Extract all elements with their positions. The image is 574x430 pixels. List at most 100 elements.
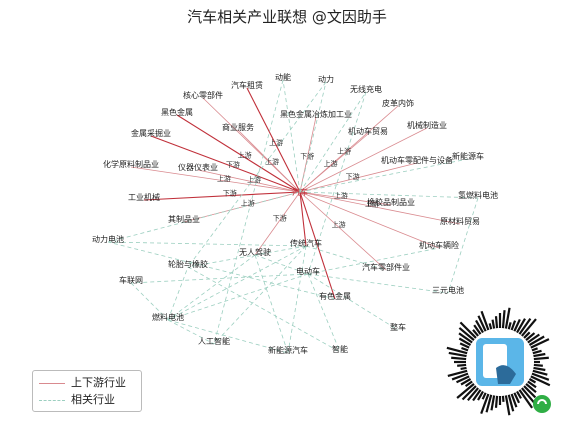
upstream-edge xyxy=(176,114,301,193)
industry-node[interactable]: 原材料贸易 xyxy=(440,216,480,226)
upstream-edge xyxy=(299,133,369,193)
edge-label: 下游 xyxy=(300,151,314,160)
edge-label: 下游 xyxy=(273,213,287,222)
industry-node[interactable]: 其制品业 xyxy=(168,214,200,224)
related-edge xyxy=(167,266,189,321)
upstream-edge xyxy=(299,162,418,193)
industry-node[interactable]: 汽车零部件业 xyxy=(362,262,410,272)
industry-node[interactable]: 机动车零配件与设备 xyxy=(381,155,453,165)
industry-node[interactable]: 机动车辆险 xyxy=(419,240,459,250)
upstream-edge xyxy=(299,191,461,225)
edge-label: 上游 xyxy=(217,174,231,183)
legend-upstream: 上下游行业 xyxy=(39,375,126,391)
edge-label: 上游 xyxy=(247,175,261,184)
industry-node[interactable]: 动能 xyxy=(275,72,291,82)
industry-node[interactable]: 金属采掘业 xyxy=(131,128,171,138)
wechat-icon xyxy=(533,395,551,413)
industry-node[interactable]: 电动车 xyxy=(296,266,320,276)
industry-node[interactable]: 商业服务 xyxy=(222,122,254,132)
industry-node[interactable]: 机动车贸易 xyxy=(348,126,388,136)
upstream-edge xyxy=(246,87,301,193)
edge-label: 上游 xyxy=(337,146,351,155)
industry-node[interactable]: 燃料电池 xyxy=(152,312,184,322)
edge-label: 上游 xyxy=(241,199,255,208)
edge-label: 上游 xyxy=(265,157,279,166)
edge-label: 下游 xyxy=(226,160,240,169)
edge-label: 下游 xyxy=(223,189,237,198)
edge-layer xyxy=(107,79,479,354)
related-edge xyxy=(130,282,169,321)
industry-node[interactable]: 化学原料制品业 xyxy=(103,159,159,169)
upstream-edge xyxy=(299,191,440,249)
industry-node[interactable]: 皮革内饰 xyxy=(382,98,414,108)
upstream-edge xyxy=(197,169,301,193)
industry-node[interactable]: 新能源车 xyxy=(452,151,484,161)
upstream-edge xyxy=(299,191,387,271)
industry-node[interactable]: 无线充电 xyxy=(350,84,382,94)
industry-node[interactable]: 传统汽车 xyxy=(290,238,322,248)
related-edge xyxy=(167,245,307,321)
industry-node[interactable]: 有色金属 xyxy=(319,291,351,301)
upstream-edge xyxy=(299,191,336,300)
edge-label: 下游 xyxy=(346,172,360,181)
related-edge xyxy=(167,273,309,321)
industry-node[interactable]: 动力电池 xyxy=(92,234,124,244)
related-edge xyxy=(213,79,284,345)
industry-node[interactable]: 智能 xyxy=(332,344,348,354)
industry-node[interactable]: 人工智能 xyxy=(198,336,230,346)
related-edge xyxy=(107,241,307,247)
industry-node[interactable]: 核心零部件 xyxy=(183,90,223,100)
related-edge xyxy=(187,81,327,268)
legend-related: 相关行业 xyxy=(39,392,115,408)
related-edge xyxy=(299,91,367,193)
industry-node[interactable]: 机械制造业 xyxy=(407,120,447,130)
related-edge xyxy=(254,254,309,275)
industry-node[interactable]: 无人驾驶 xyxy=(239,247,271,257)
industry-node[interactable]: 氢燃料电池 xyxy=(458,190,498,200)
industry-node[interactable]: 整车 xyxy=(390,322,406,332)
related-edge xyxy=(307,273,399,331)
edge-label: 上游 xyxy=(334,191,348,200)
related-edge xyxy=(307,273,449,294)
industry-node[interactable]: 黑色金属 xyxy=(161,107,193,117)
related-edge xyxy=(187,266,341,353)
upstream-edge xyxy=(130,166,301,193)
page-title: 汽车相关产业联想 @文因助手 xyxy=(187,8,387,26)
industry-node[interactable]: 仪器仪表业 xyxy=(178,162,218,172)
related-edge xyxy=(213,245,307,345)
related-edge xyxy=(299,158,469,193)
related-edge xyxy=(299,81,327,193)
related-edge xyxy=(167,319,215,345)
industry-node[interactable]: 工业机械 xyxy=(128,192,160,202)
industry-node[interactable]: 新能源汽车 xyxy=(268,345,308,355)
industry-node[interactable]: 三元电池 xyxy=(432,285,464,295)
upstream-edge xyxy=(254,191,301,256)
industry-node[interactable]: 车联网 xyxy=(119,275,143,285)
upstream-edge xyxy=(299,116,317,193)
upstream-edge xyxy=(299,191,307,247)
legend: 上下游行业 相关行业 xyxy=(32,370,142,412)
edge-label: 上游 xyxy=(269,138,283,147)
related-edge xyxy=(107,191,301,243)
upstream-line-swatch xyxy=(39,382,65,384)
industry-node[interactable]: 轮胎与橡胶 xyxy=(168,259,208,269)
edge-label: 上游 xyxy=(365,199,379,208)
mini-program-qr-code[interactable] xyxy=(438,300,562,424)
related-edge xyxy=(282,79,301,193)
industry-node[interactable]: 橡胶品制品业 xyxy=(367,197,415,207)
edge-label: 上游 xyxy=(324,159,338,168)
edge-label-layer: 上游下游上游上游下游上游下游上游上游上游下游上游上游上游下游上游 xyxy=(217,138,379,229)
related-edge xyxy=(307,273,341,353)
industry-node[interactable]: 汽车租赁 xyxy=(231,80,263,90)
industry-node[interactable]: 动力 xyxy=(318,74,334,84)
upstream-edge xyxy=(143,191,301,201)
industry-node[interactable]: 黑色金属冶炼加工业 xyxy=(280,109,352,119)
center-node[interactable]: 汽车 xyxy=(292,187,308,197)
related-edge xyxy=(187,245,307,268)
related-edge xyxy=(307,247,440,275)
related-edge xyxy=(299,191,479,199)
related-edge xyxy=(307,91,367,275)
related-edge xyxy=(130,273,309,284)
upstream-edge xyxy=(299,191,392,206)
